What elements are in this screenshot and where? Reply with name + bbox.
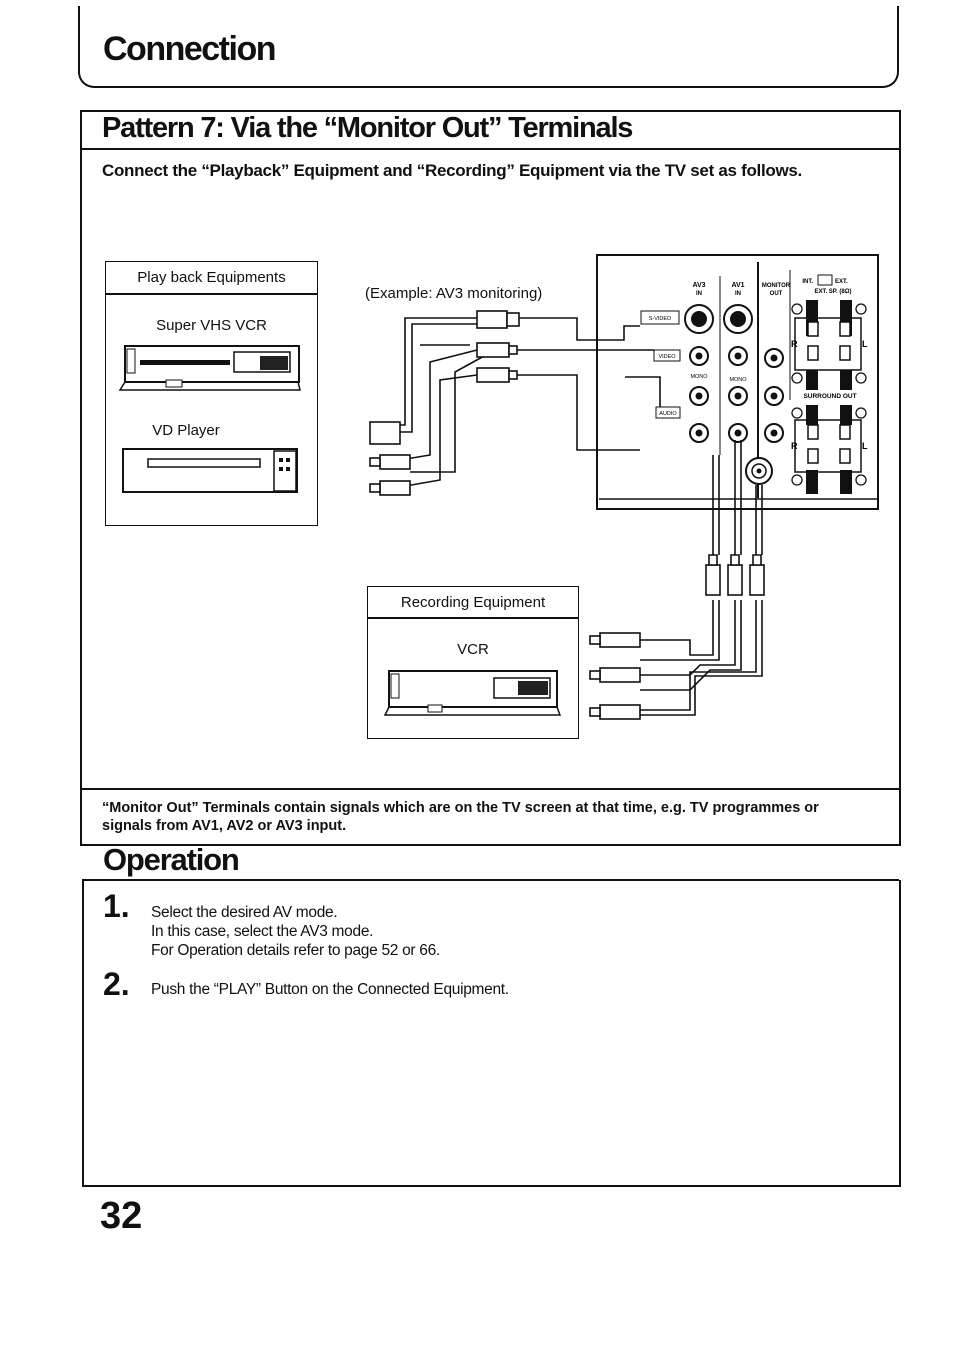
step-1-line-3: For Operation details refer to page 52 o… (151, 942, 440, 959)
s-video-jack-label: S-VIDEO (649, 316, 672, 322)
ext-label: EXT. (835, 279, 848, 285)
step-1-number: 1. (103, 888, 130, 924)
connection-diagram: AV3 IN AV1 IN MONITOR OUT S-VIDEO VIDEO … (118, 254, 879, 720)
super-vhs-vcr-label: Super VHS VCR (156, 317, 267, 334)
playback-heading: Play back Equipments (137, 269, 286, 286)
recording-heading: Recording Equipment (400, 594, 546, 611)
monitor-out-note: “Monitor Out” Terminals contain signals … (102, 800, 819, 834)
step-1-line-2: In this case, select the AV3 mode. (151, 923, 374, 940)
monitor-out-label: MONITOR (762, 283, 791, 289)
recording-heading-rule (368, 617, 578, 619)
playback-heading-rule (106, 293, 317, 295)
video-jack-label: VIDEO (658, 354, 676, 360)
note-rule (80, 788, 899, 790)
operation-title: Operation (103, 842, 240, 877)
av3-mono-label: MONO (690, 374, 708, 380)
header-box (78, 6, 899, 88)
recording-cables (640, 440, 763, 716)
recording-vcr-icon (383, 670, 562, 716)
recording-equipment-box (367, 586, 579, 739)
av1-in-sub: IN (735, 291, 741, 297)
av3-in-label: AV3 (692, 282, 705, 289)
surround-out-label: SURROUND OUT (803, 393, 856, 400)
vd-player-icon (122, 448, 298, 493)
operation-title-rule (82, 879, 899, 881)
page-number: 32 (100, 1195, 143, 1237)
step-2-line-1: Push the “PLAY” Button on the Connected … (151, 981, 509, 998)
speaker-r-label: R (791, 339, 798, 349)
av1-mono-label: MONO (729, 377, 747, 383)
step-2-number: 2. (103, 966, 130, 1002)
step-1-line-1: Select the desired AV mode. (151, 904, 338, 921)
vcr-label: VCR (457, 641, 489, 658)
audio-jack-label: AUDIO (659, 411, 677, 417)
playback-cables (390, 317, 661, 488)
step-1-text: Select the desired AV mode. In this case… (151, 903, 440, 960)
pattern-box (80, 110, 901, 846)
intro-text: Connect the “Playback” Equipment and “Re… (102, 161, 802, 180)
operation-box (82, 880, 901, 1187)
surround-l-label: L (862, 441, 868, 451)
av3-in-sub: IN (696, 291, 702, 297)
page-title: Connection (103, 30, 276, 68)
speaker-l-label: L (862, 339, 868, 349)
av1-in-label: AV1 (731, 282, 744, 289)
monitor-out-sub: OUT (770, 291, 783, 297)
tv-back-panel (596, 254, 879, 510)
int-label: INT. (802, 279, 813, 285)
ext-sp-label: EXT. SP. (8Ω) (814, 289, 851, 295)
vd-player-label: VD Player (152, 422, 220, 439)
step-2-text: Push the “PLAY” Button on the Connected … (151, 980, 509, 999)
surround-r-label: R (791, 441, 798, 451)
super-vhs-vcr-icon (118, 345, 301, 391)
example-label: (Example: AV3 monitoring) (365, 285, 543, 302)
pattern-title-rule (80, 148, 899, 150)
pattern-title: Pattern 7: Via the “Monitor Out” Termina… (102, 112, 633, 144)
